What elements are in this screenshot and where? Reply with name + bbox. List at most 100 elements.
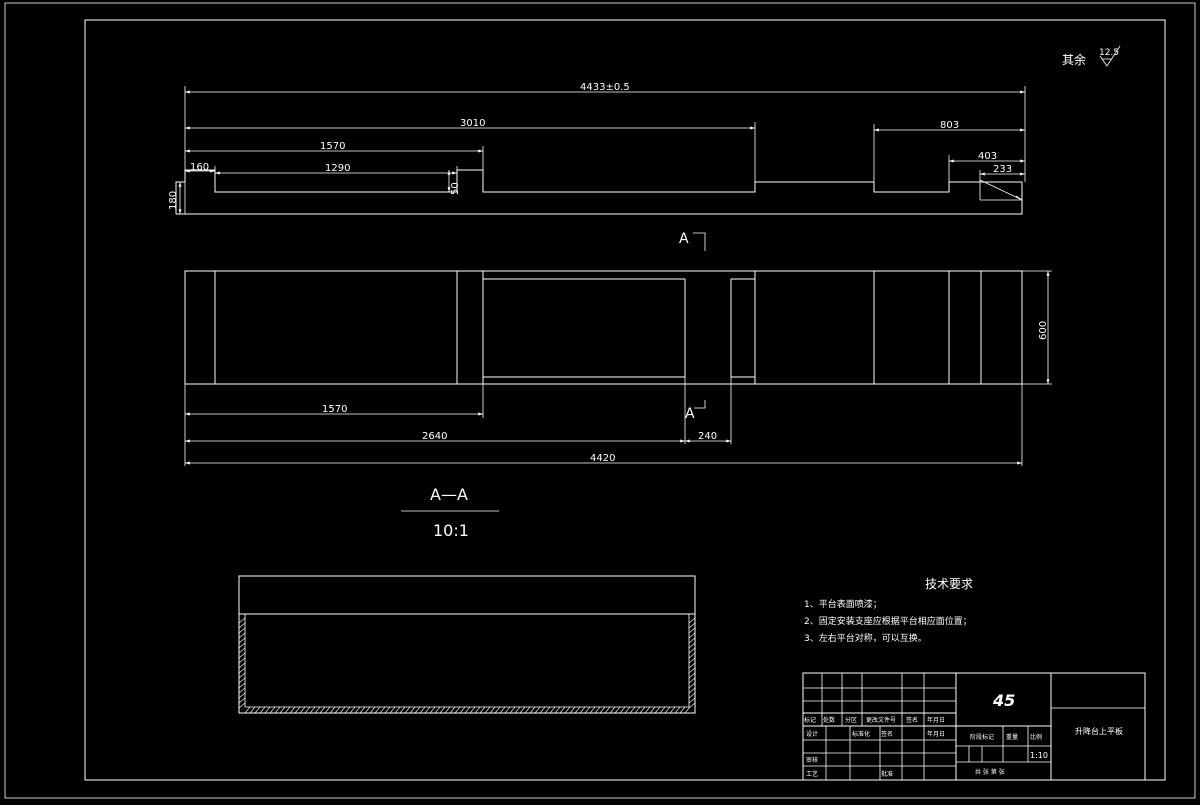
hatch-line: [688, 662, 696, 669]
hatch-line: [688, 667, 696, 674]
surface-note-label: 其余: [1062, 52, 1086, 67]
hatch-line: [238, 692, 246, 699]
hatch-line: [429, 706, 436, 714]
hatch-line: [534, 706, 541, 714]
hatch-line: [254, 706, 261, 714]
hatch-line: [238, 652, 246, 659]
hatch-line: [634, 706, 641, 714]
dim-4420: 4420: [590, 453, 615, 464]
hatch-line: [554, 706, 561, 714]
dim-403: 403: [978, 151, 997, 162]
hatch-line: [688, 627, 696, 634]
hatch-line: [238, 672, 246, 679]
title-part-name: 升降台上平板: [1075, 726, 1123, 736]
hatch-line: [319, 706, 326, 714]
hatch-line: [394, 706, 401, 714]
sheet-inner-border: [84, 19, 1166, 781]
hatch-line: [529, 706, 536, 714]
hatch-line: [614, 706, 621, 714]
hatch-line: [509, 706, 516, 714]
hatch-line: [238, 687, 246, 694]
dim-2640: 2640: [422, 431, 447, 442]
svg-text:工艺: 工艺: [806, 770, 818, 778]
svg-text:年月日: 年月日: [927, 730, 945, 738]
hatch-line: [464, 706, 471, 714]
hatch-line: [688, 677, 696, 684]
hatch-line: [494, 706, 501, 714]
hatch-line: [688, 637, 696, 644]
hatch-line: [284, 706, 291, 714]
hatch-line: [444, 706, 451, 714]
hatch-line: [519, 706, 526, 714]
hatch-line: [359, 706, 366, 714]
hatch-line: [688, 697, 696, 704]
hatch-line: [294, 706, 301, 714]
hatch-line: [399, 706, 406, 714]
hatch-line: [238, 662, 246, 669]
hatch-line: [484, 706, 491, 714]
hatch-line: [238, 632, 246, 639]
hatch-line: [459, 706, 466, 714]
hatch-line: [344, 706, 351, 714]
hatch-line: [688, 682, 696, 689]
hatch-line: [238, 677, 246, 684]
hatch-line: [489, 706, 496, 714]
hatch-line: [679, 706, 686, 714]
dim-50: 50: [450, 182, 461, 195]
dim-233: 233: [993, 164, 1012, 175]
dim-1570-top: 1570: [320, 141, 345, 152]
hatch-line: [299, 706, 306, 714]
section-channel-outer: [238, 613, 696, 714]
svg-text:签名: 签名: [881, 730, 893, 738]
hatch-line: [334, 706, 341, 714]
hatch-line: [454, 706, 461, 714]
hatch-line: [238, 667, 246, 674]
hatch-line: [619, 706, 626, 714]
hatch-line: [564, 706, 571, 714]
hatch-line: [524, 706, 531, 714]
hatch-line: [659, 706, 666, 714]
hatch-line: [264, 706, 271, 714]
svg-text:A: A: [685, 406, 695, 422]
hatch-line: [688, 622, 696, 629]
hatch-line: [688, 657, 696, 664]
section-top-plate: [238, 575, 696, 615]
hatch-line: [238, 657, 246, 664]
svg-text:审核: 审核: [806, 756, 818, 764]
hatch-line: [664, 706, 671, 714]
hatch-line: [574, 706, 581, 714]
hatch-line: [599, 706, 606, 714]
hatch-line: [249, 706, 256, 714]
hatch-line: [688, 647, 696, 654]
hatch-line: [604, 706, 611, 714]
svg-text:更改文件号: 更改文件号: [866, 716, 896, 724]
requirement-item: 1、平台表面喷漆；: [804, 598, 882, 610]
svg-text:分区: 分区: [845, 716, 857, 724]
dim-803: 803: [940, 120, 959, 131]
section-title: A—A: [430, 485, 468, 504]
hatch-line: [469, 706, 476, 714]
section-mark-top: A: [679, 231, 706, 251]
technical-requirements: 技术要求 1、平台表面喷漆； 2、固定安装支座应根据平台相应面位置； 3、左右平…: [804, 577, 973, 644]
hatch-line: [238, 682, 246, 689]
hatch-line: [364, 706, 371, 714]
hatch-line: [414, 706, 421, 714]
hatch-line: [269, 706, 276, 714]
dim-1290: 1290: [325, 163, 350, 174]
hatch-line: [669, 706, 676, 714]
dim-160: 160: [190, 162, 209, 173]
dim-240: 240: [698, 431, 717, 442]
hatch-line: [374, 706, 381, 714]
front-view: 600 1570 2640 240 4420: [184, 270, 1052, 466]
hatch-line: [349, 706, 356, 714]
hatch-line: [644, 706, 651, 714]
title-material: 45: [992, 691, 1015, 710]
hatch-line: [559, 706, 566, 714]
front-view-outline: [184, 270, 1023, 385]
hatch-line: [314, 706, 321, 714]
hatch-line: [274, 706, 281, 714]
hatch-line: [354, 706, 361, 714]
hatch-line: [238, 627, 246, 634]
svg-text:标记: 标记: [804, 716, 816, 724]
hatch-line: [339, 706, 346, 714]
